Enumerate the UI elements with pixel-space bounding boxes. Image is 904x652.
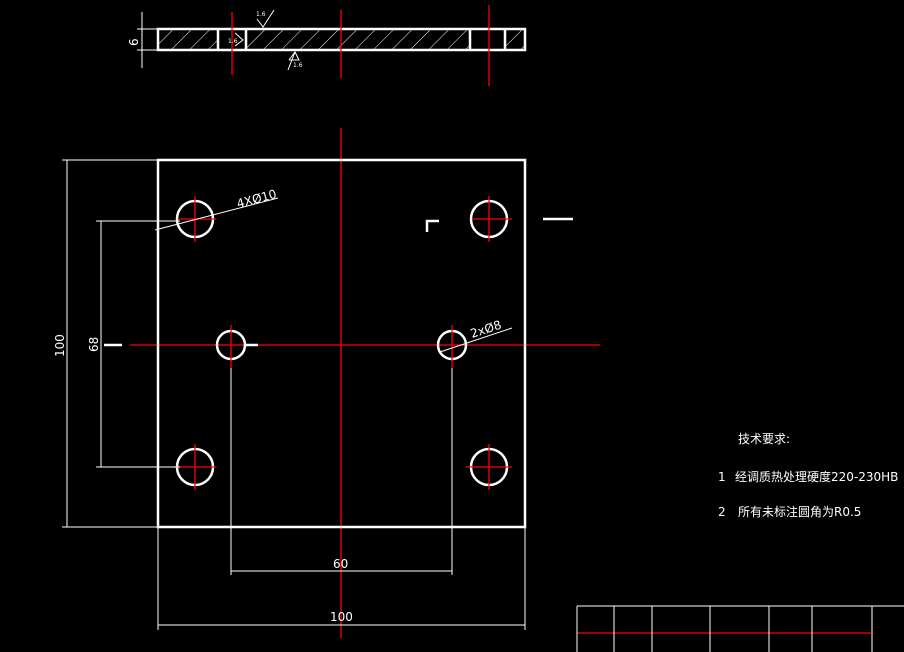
title-block (576, 605, 904, 652)
hole-small (215, 325, 258, 368)
plate-outline (156, 158, 527, 529)
plan-view: 4XØ10 2xØ8 100 68 60 100 (53, 128, 600, 638)
hole-large-label: 4XØ10 (235, 187, 278, 211)
notes-title: 技术要求: (738, 432, 790, 446)
hole-small (436, 325, 468, 368)
dim-hole-spacing-h: 60 (333, 557, 348, 571)
note-text: 经调质热处理硬度220-230HB (735, 469, 898, 484)
dim-width: 100 (330, 610, 353, 624)
section-hatch (246, 30, 470, 50)
hole-large (466, 444, 512, 490)
dim-height: 100 (53, 334, 67, 357)
section-hatch (505, 30, 525, 50)
svg-text:1.6: 1.6 (256, 11, 266, 18)
note-text: 所有未标注圆角为R0.5 (738, 504, 861, 519)
dim-hole-spacing-v: 68 (87, 337, 101, 352)
svg-text:1.6: 1.6 (228, 38, 238, 45)
note-number: 1 (718, 470, 726, 484)
note-number: 2 (718, 505, 726, 519)
section-mark (425, 219, 439, 232)
section-hatch (158, 30, 218, 50)
thickness-dim: 6 (127, 38, 141, 46)
hole-large (469, 196, 512, 242)
svg-text:1.6: 1.6 (293, 62, 303, 69)
section-view: 6 1.6 1.6 1.6 (127, 5, 527, 86)
roughness-symbol-icon: 1.6 1.6 1.6 (228, 9, 303, 71)
hole-small-label: 2xØ8 (469, 318, 504, 341)
technical-requirements: 技术要求: 1 经调质热处理硬度220-230HB 2 所有未标注圆角为R0.5 (718, 432, 898, 519)
